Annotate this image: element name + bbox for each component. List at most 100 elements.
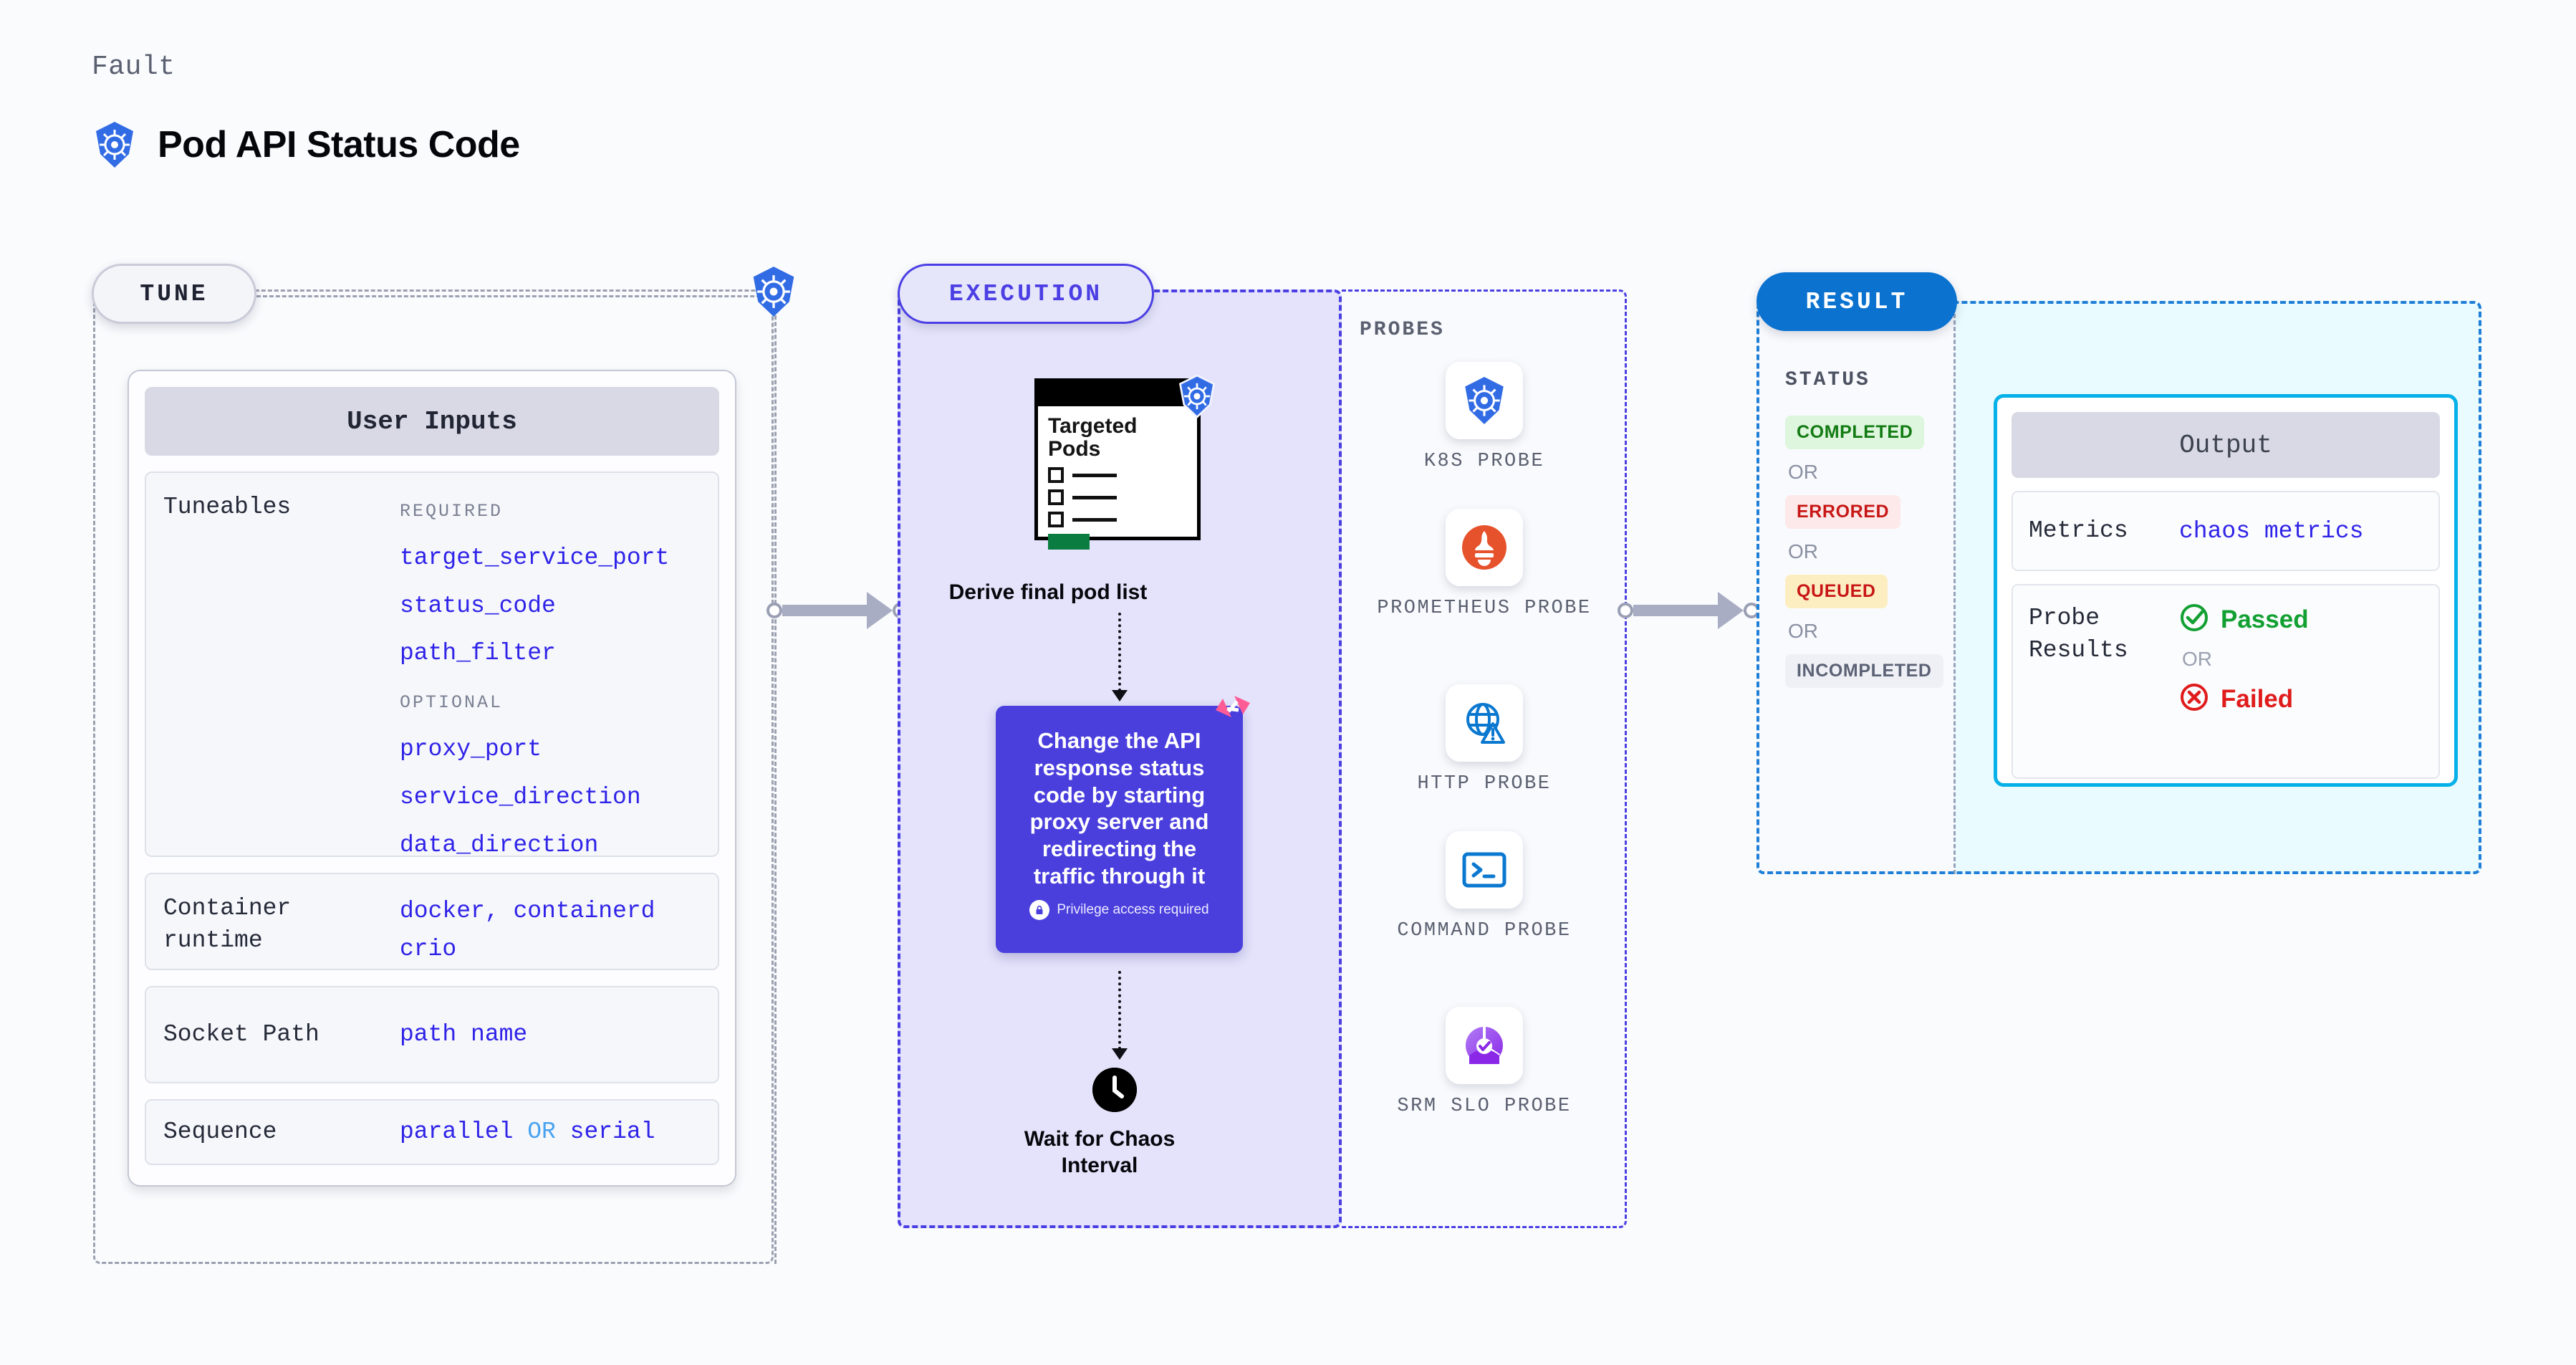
- pods-line: [1072, 517, 1117, 522]
- metrics-label: Metrics: [2029, 517, 2128, 544]
- pods-list-item: [1048, 467, 1187, 483]
- status-badge-completed: COMPLETED: [1785, 416, 1925, 449]
- output-title: Output: [2012, 412, 2440, 478]
- connector-line: [1633, 605, 1718, 616]
- runtime-crio[interactable]: crio: [400, 935, 457, 962]
- kubernetes-icon: [1176, 374, 1218, 418]
- probe-label: SRM SLO PROBE: [1397, 1096, 1572, 1117]
- kubernetes-icon: [92, 120, 138, 169]
- status-title: STATUS: [1785, 369, 1870, 391]
- privilege-note: Privilege access required: [1011, 899, 1227, 920]
- runtime-separator: ,: [484, 898, 499, 924]
- probe-results-values: Passed OR Failed: [2179, 603, 2423, 760]
- container-runtime-values: docker, containerd crio: [400, 893, 701, 962]
- failed-label: Failed: [2221, 684, 2294, 713]
- status-badge-errored: ERRORED: [1785, 495, 1901, 529]
- tuneable-service-direction[interactable]: service_direction: [400, 783, 641, 810]
- runtime-docker[interactable]: docker: [400, 898, 485, 924]
- lock-icon: [1029, 899, 1050, 920]
- action-card-text: Change the API response status code by s…: [1029, 728, 1209, 889]
- pods-line: [1072, 495, 1117, 499]
- stage-pill-result[interactable]: RESULT: [1756, 272, 1957, 331]
- sequence-separator: OR: [527, 1118, 556, 1145]
- status-or: OR: [1788, 620, 1818, 642]
- probe-results-label: Probe Results: [2029, 605, 2128, 664]
- probe-result-failed: Failed: [2179, 682, 2423, 716]
- connector-arrowhead: [867, 592, 893, 629]
- pods-list-item: [1048, 512, 1187, 527]
- tuneable-target-service-port[interactable]: target_service_port: [400, 544, 670, 571]
- kubernetes-icon: [749, 265, 799, 318]
- prometheus-icon: [1446, 509, 1523, 586]
- container-runtime-label: Container runtime: [163, 895, 292, 954]
- derive-pod-list-label: Derive final pod list: [948, 580, 1148, 604]
- status-badge-incompleted: INCOMPLETED: [1785, 654, 1943, 688]
- sequence-serial[interactable]: serial: [569, 1118, 655, 1145]
- flow-line-2: [1118, 971, 1121, 1050]
- flow-arrow-2: [1112, 1048, 1128, 1060]
- tune-panel: [93, 289, 774, 1264]
- metrics-value[interactable]: chaos metrics: [2179, 517, 2364, 545]
- flow-arrow-1: [1112, 690, 1128, 701]
- stage-pill-execution[interactable]: EXECUTION: [898, 264, 1154, 324]
- connector-start-dot: [1618, 603, 1633, 618]
- probe-label: COMMAND PROBE: [1397, 920, 1572, 942]
- probe-http[interactable]: HTTP PROBE: [1342, 684, 1627, 797]
- probe-label: K8S PROBE: [1423, 451, 1545, 472]
- probe-prometheus[interactable]: PROMETHEUS PROBE: [1342, 509, 1627, 621]
- probe-k8s[interactable]: K8S PROBE: [1342, 362, 1627, 474]
- sequence-parallel[interactable]: parallel: [400, 1118, 514, 1145]
- action-card: Change the API response status code by s…: [996, 696, 1250, 953]
- user-inputs-card: User Inputs Tuneables REQUIRED target_se…: [128, 370, 736, 1187]
- checkbox-icon: [1048, 489, 1064, 505]
- x-circle-icon: [2179, 682, 2209, 716]
- page-header: Pod API Status Code: [92, 120, 520, 169]
- pods-progress-bar: [1048, 534, 1090, 550]
- sequence-label: Sequence: [163, 1118, 277, 1145]
- tuneable-path-filter[interactable]: path_filter: [400, 640, 556, 667]
- passed-label: Passed: [2221, 605, 2309, 633]
- pods-list: [1048, 467, 1187, 527]
- check-circle-icon: [2179, 603, 2209, 636]
- sequence-row: Sequence parallel OR serial: [145, 1099, 719, 1165]
- user-inputs-title: User Inputs: [145, 387, 719, 456]
- connector-arrowhead: [1718, 592, 1744, 629]
- result-panel: [1756, 301, 2481, 874]
- required-subhead: REQUIRED: [400, 501, 504, 522]
- chaos-ribbon-icon: [1213, 693, 1253, 737]
- stage-pill-tune[interactable]: TUNE: [92, 264, 256, 324]
- runtime-containerd[interactable]: containerd: [513, 898, 655, 924]
- probe-command[interactable]: COMMAND PROBE: [1342, 831, 1627, 944]
- socket-path-label: Socket Path: [163, 1020, 319, 1048]
- checkbox-icon: [1048, 467, 1064, 483]
- output-card: Output Metrics chaos metrics Probe Resul…: [1994, 394, 2458, 787]
- tune-right-boundary: [774, 289, 777, 1264]
- socket-path-value[interactable]: path name: [400, 1020, 528, 1048]
- page-eyebrow: Fault: [92, 52, 176, 82]
- metrics-value-wrap: chaos metrics: [2179, 518, 2363, 545]
- tuneable-status-code[interactable]: status_code: [400, 592, 556, 619]
- tuneables-label: Tuneables: [163, 494, 292, 520]
- tune-top-connector: [256, 295, 774, 297]
- clock-icon: [1092, 1068, 1137, 1112]
- privilege-note-text: Privilege access required: [1057, 901, 1209, 917]
- terminal-icon: [1446, 831, 1523, 909]
- pods-card-body: Targeted Pods: [1038, 406, 1197, 558]
- wait-for-chaos-label: Wait for Chaos Interval: [1024, 1127, 1176, 1177]
- pods-card-titlebar: [1038, 382, 1197, 406]
- probes-title: PROBES: [1360, 319, 1445, 341]
- connector-line: [782, 605, 867, 616]
- probe-label: HTTP PROBE: [1417, 773, 1552, 795]
- pods-line: [1072, 473, 1117, 477]
- tuneables-values: REQUIRED target_service_port status_code…: [400, 492, 701, 858]
- pods-list-item: [1048, 489, 1187, 505]
- probe-label: PROMETHEUS PROBE: [1377, 598, 1592, 619]
- tuneable-proxy-port[interactable]: proxy_port: [400, 735, 542, 762]
- srm-slo-icon: [1446, 1007, 1523, 1084]
- connector-start-dot: [766, 603, 782, 618]
- probe-srm-slo[interactable]: SRM SLO PROBE: [1342, 1007, 1627, 1119]
- tuneable-data-direction[interactable]: data_direction: [400, 831, 599, 858]
- container-runtime-row: Container runtime docker, containerd cri…: [145, 873, 719, 970]
- connector-execution-to-result: [1618, 592, 1759, 629]
- socket-path-row: Socket Path path name: [145, 986, 719, 1083]
